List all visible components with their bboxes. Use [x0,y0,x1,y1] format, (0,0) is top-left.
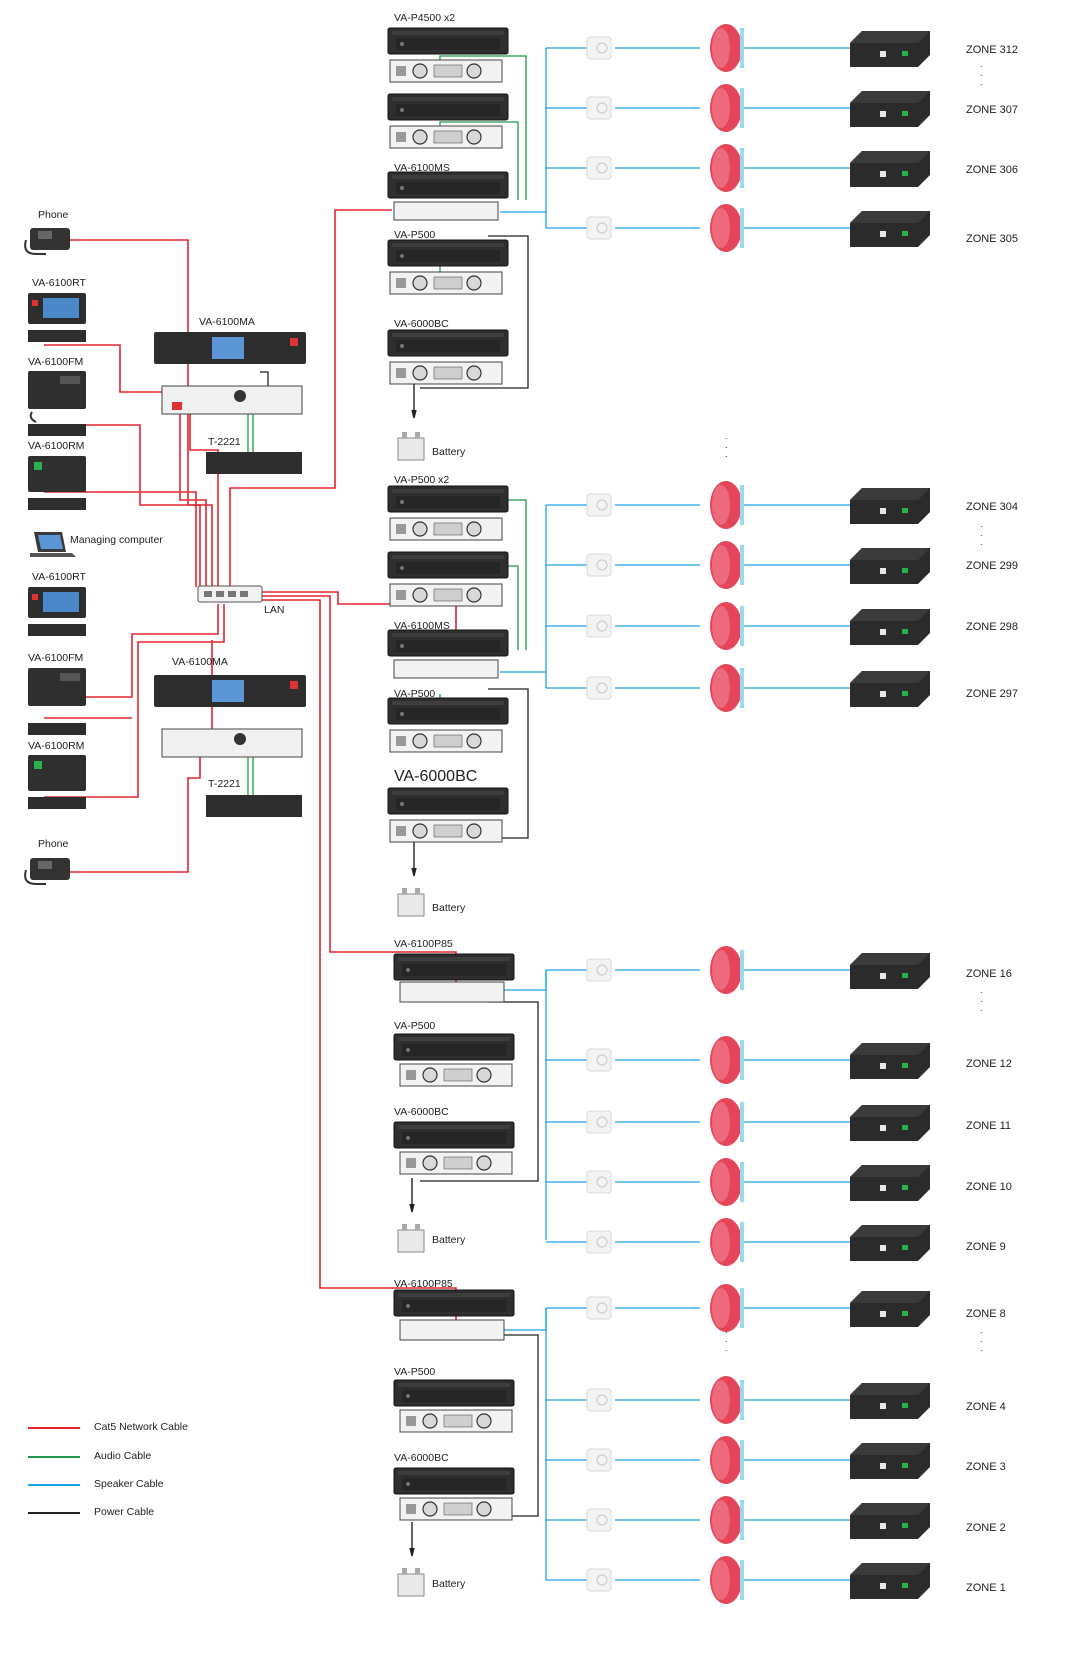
legend-swatch-speaker [28,1484,80,1486]
zone-label: ZONE 16 [966,968,1012,980]
zone-label: ZONE 12 [966,1058,1012,1070]
ellipsis-dots: . . . [980,519,983,547]
rm-device-bottom [28,755,86,809]
ellipsis-dots: . . . [980,985,983,1013]
g2-battery-label: Battery [432,902,466,914]
phone-bottom [24,858,70,885]
t2221-top-label: T-2221 [208,436,241,448]
fm-top-label: VA-6100FM [28,356,84,368]
zone-label: ZONE 304 [966,501,1018,513]
rm-top-label: VA-6100RM [28,440,85,452]
rt-bottom-label: VA-6100RT [32,571,86,583]
legend-label: Speaker Cable [94,1478,164,1490]
zone-label: ZONE 2 [966,1522,1006,1534]
g2-bc-label: VA-6000BC [394,768,478,785]
rt-top-label: VA-6100RT [32,277,86,289]
rack-group-1 [387,27,509,461]
g2-amp-label: VA-P500 x2 [394,474,450,486]
zone-label: ZONE 10 [966,1181,1012,1193]
zone-label: ZONE 306 [966,164,1018,176]
rack-group-4 [393,1289,515,1597]
speaker-cables [500,47,850,1581]
g2-ms-label: VA-6100MS [394,620,450,632]
rt-device-top [28,293,86,342]
zone-label: ZONE 298 [966,621,1018,633]
g1-amp-label: VA-P4500 x2 [394,12,456,24]
phone-top-label: Phone [38,209,69,221]
ma-bottom-label: VA-6100MA [172,656,228,668]
zone-label: ZONE 4 [966,1401,1006,1413]
g3-bc-label: VA-6000BC [394,1106,449,1118]
g4-p85-label: VA-6100P85 [394,1278,453,1290]
managing-computer-label: Managing computer [70,534,163,546]
left-devices [24,228,306,885]
g1-bc-label: VA-6000BC [394,318,449,330]
zone-label: ZONE 297 [966,688,1018,700]
g4-bc-label: VA-6000BC [394,1452,449,1464]
fm-bottom-label: VA-6100FM [28,652,84,664]
g3-p500-label: VA-P500 [394,1020,436,1032]
zone-label: ZONE 299 [966,560,1018,572]
t2221-bottom-label: T-2221 [208,778,241,790]
g4-battery-label: Battery [432,1578,466,1590]
zone-label: ZONE 312 [966,44,1018,56]
g1-battery-label: Battery [432,446,466,458]
g1-p500-label: VA-P500 [394,229,436,241]
zone-label: ZONE 305 [966,233,1018,245]
zone-label: ZONE 3 [966,1461,1006,1473]
ma-device-top [154,332,306,474]
ellipsis-dots: . . . [980,59,983,87]
lan-switch [197,585,263,603]
lan-label: LAN [264,604,285,616]
managing-computer-icon [30,532,76,557]
legend-label: Power Cable [94,1506,155,1518]
g2-p500-label: VA-P500 [394,688,436,700]
legend-swatch-audio [28,1456,80,1458]
legend-swatch-power [28,1512,80,1514]
fm-device-top [28,371,86,436]
g3-battery-label: Battery [432,1234,466,1246]
legend-swatch-network [28,1427,80,1429]
zone-label: ZONE 9 [966,1241,1006,1253]
g3-p85-label: VA-6100P85 [394,938,453,950]
phone-top [24,228,70,255]
g4-p500-label: VA-P500 [394,1366,436,1378]
zone-label: ZONE 307 [966,104,1018,116]
zone-speakers [586,24,930,1604]
g1-ms-label: VA-6100MS [394,162,450,174]
rm-device-top [28,456,86,510]
rack-group-3 [393,953,515,1253]
legend-label: Audio Cable [94,1450,152,1462]
fm-device-bottom [28,668,86,735]
zone-label: ZONE 8 [966,1308,1006,1320]
rt-device-bottom [28,587,86,636]
phone-bottom-label: Phone [38,838,69,850]
ma-top-label: VA-6100MA [199,316,255,328]
ellipsis-dots: . . . [980,1325,983,1353]
zone-label: ZONE 11 [966,1120,1012,1132]
rack-group-2 [387,485,509,917]
ellipsis-dots: . . . [725,431,728,459]
rm-bottom-label: VA-6100RM [28,740,85,752]
legend-label: Cat5 Network Cable [94,1421,188,1433]
ellipsis-dots: . . . [725,1325,728,1353]
ma-device-bottom [154,675,306,817]
zone-label: ZONE 1 [966,1582,1006,1594]
